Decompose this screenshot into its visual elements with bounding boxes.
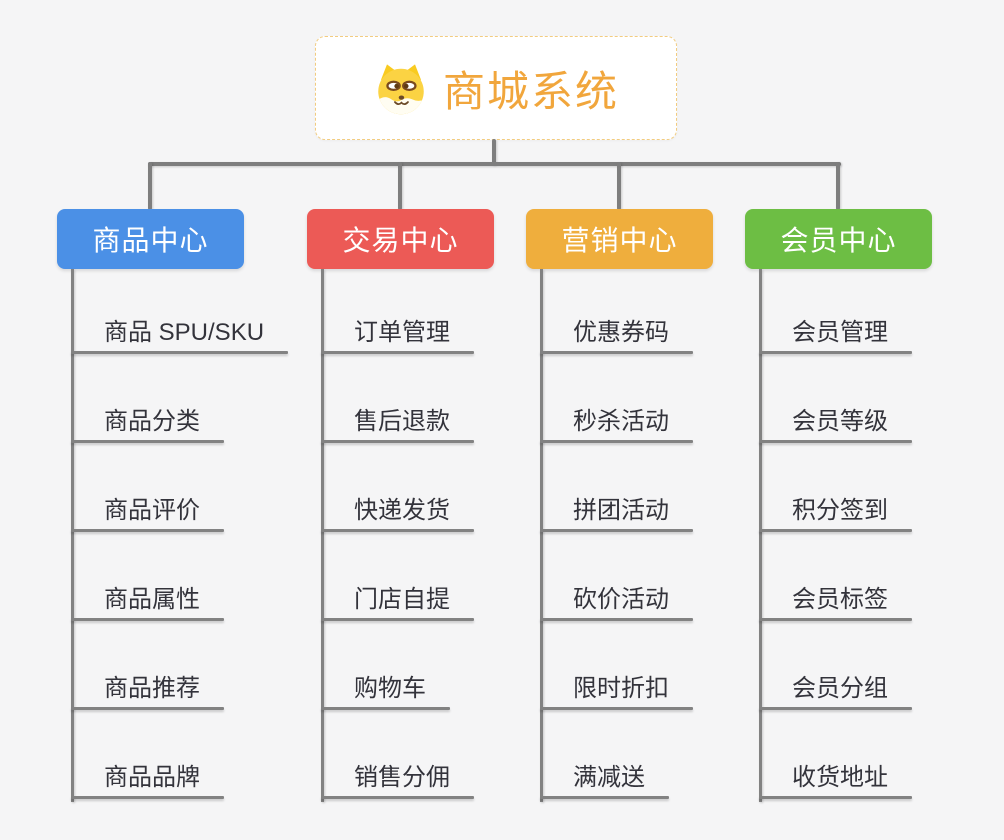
leaf-node[interactable]: 商品推荐 bbox=[71, 674, 224, 710]
leaf-node[interactable]: 商品属性 bbox=[71, 585, 224, 621]
branch-trunk-product bbox=[71, 269, 74, 802]
leaf-node[interactable]: 会员标签 bbox=[759, 585, 912, 621]
leaf-node[interactable]: 会员管理 bbox=[759, 318, 912, 354]
branch-node-member-center[interactable]: 会员中心 bbox=[745, 209, 932, 269]
leaf-node[interactable]: 商品评价 bbox=[71, 496, 224, 532]
root-node[interactable]: 商城系统 bbox=[315, 36, 677, 140]
leaf-node[interactable]: 限时折扣 bbox=[540, 674, 693, 710]
connector-drop-product bbox=[148, 162, 152, 210]
leaf-node[interactable]: 积分签到 bbox=[759, 496, 912, 532]
root-title: 商城系统 bbox=[442, 67, 619, 115]
connector-drop-member bbox=[836, 162, 840, 210]
connector-root-stub bbox=[492, 139, 496, 165]
branch-trunk-trade bbox=[321, 269, 324, 802]
leaf-node[interactable]: 快递发货 bbox=[321, 496, 474, 532]
leaf-node[interactable]: 商品分类 bbox=[71, 407, 224, 443]
leaf-node[interactable]: 订单管理 bbox=[321, 318, 474, 354]
shiba-dog-icon bbox=[373, 60, 429, 116]
leaf-node[interactable]: 售后退款 bbox=[321, 407, 474, 443]
branch-node-product-center[interactable]: 商品中心 bbox=[57, 209, 244, 269]
connector-drop-marketing bbox=[617, 162, 621, 210]
leaf-node[interactable]: 收货地址 bbox=[759, 763, 912, 799]
leaf-node[interactable]: 满减送 bbox=[540, 763, 669, 799]
leaf-node[interactable]: 商品品牌 bbox=[71, 763, 224, 799]
connector-drop-trade bbox=[398, 162, 402, 210]
connector-horizontal-bar bbox=[148, 162, 841, 166]
leaf-node[interactable]: 拼团活动 bbox=[540, 496, 693, 532]
branch-node-trade-center[interactable]: 交易中心 bbox=[307, 209, 494, 269]
leaf-node[interactable]: 优惠券码 bbox=[540, 318, 693, 354]
leaf-node[interactable]: 购物车 bbox=[321, 674, 450, 710]
branch-trunk-marketing bbox=[540, 269, 543, 802]
branch-node-marketing-center[interactable]: 营销中心 bbox=[526, 209, 713, 269]
leaf-node[interactable]: 商品 SPU/SKU bbox=[71, 318, 289, 354]
leaf-node[interactable]: 会员分组 bbox=[759, 674, 912, 710]
leaf-node[interactable]: 销售分佣 bbox=[321, 763, 474, 799]
leaf-node[interactable]: 秒杀活动 bbox=[540, 407, 693, 443]
leaf-node[interactable]: 会员等级 bbox=[759, 407, 912, 443]
branch-trunk-member bbox=[759, 269, 762, 802]
leaf-node[interactable]: 门店自提 bbox=[321, 585, 474, 621]
leaf-node[interactable]: 砍价活动 bbox=[540, 585, 693, 621]
